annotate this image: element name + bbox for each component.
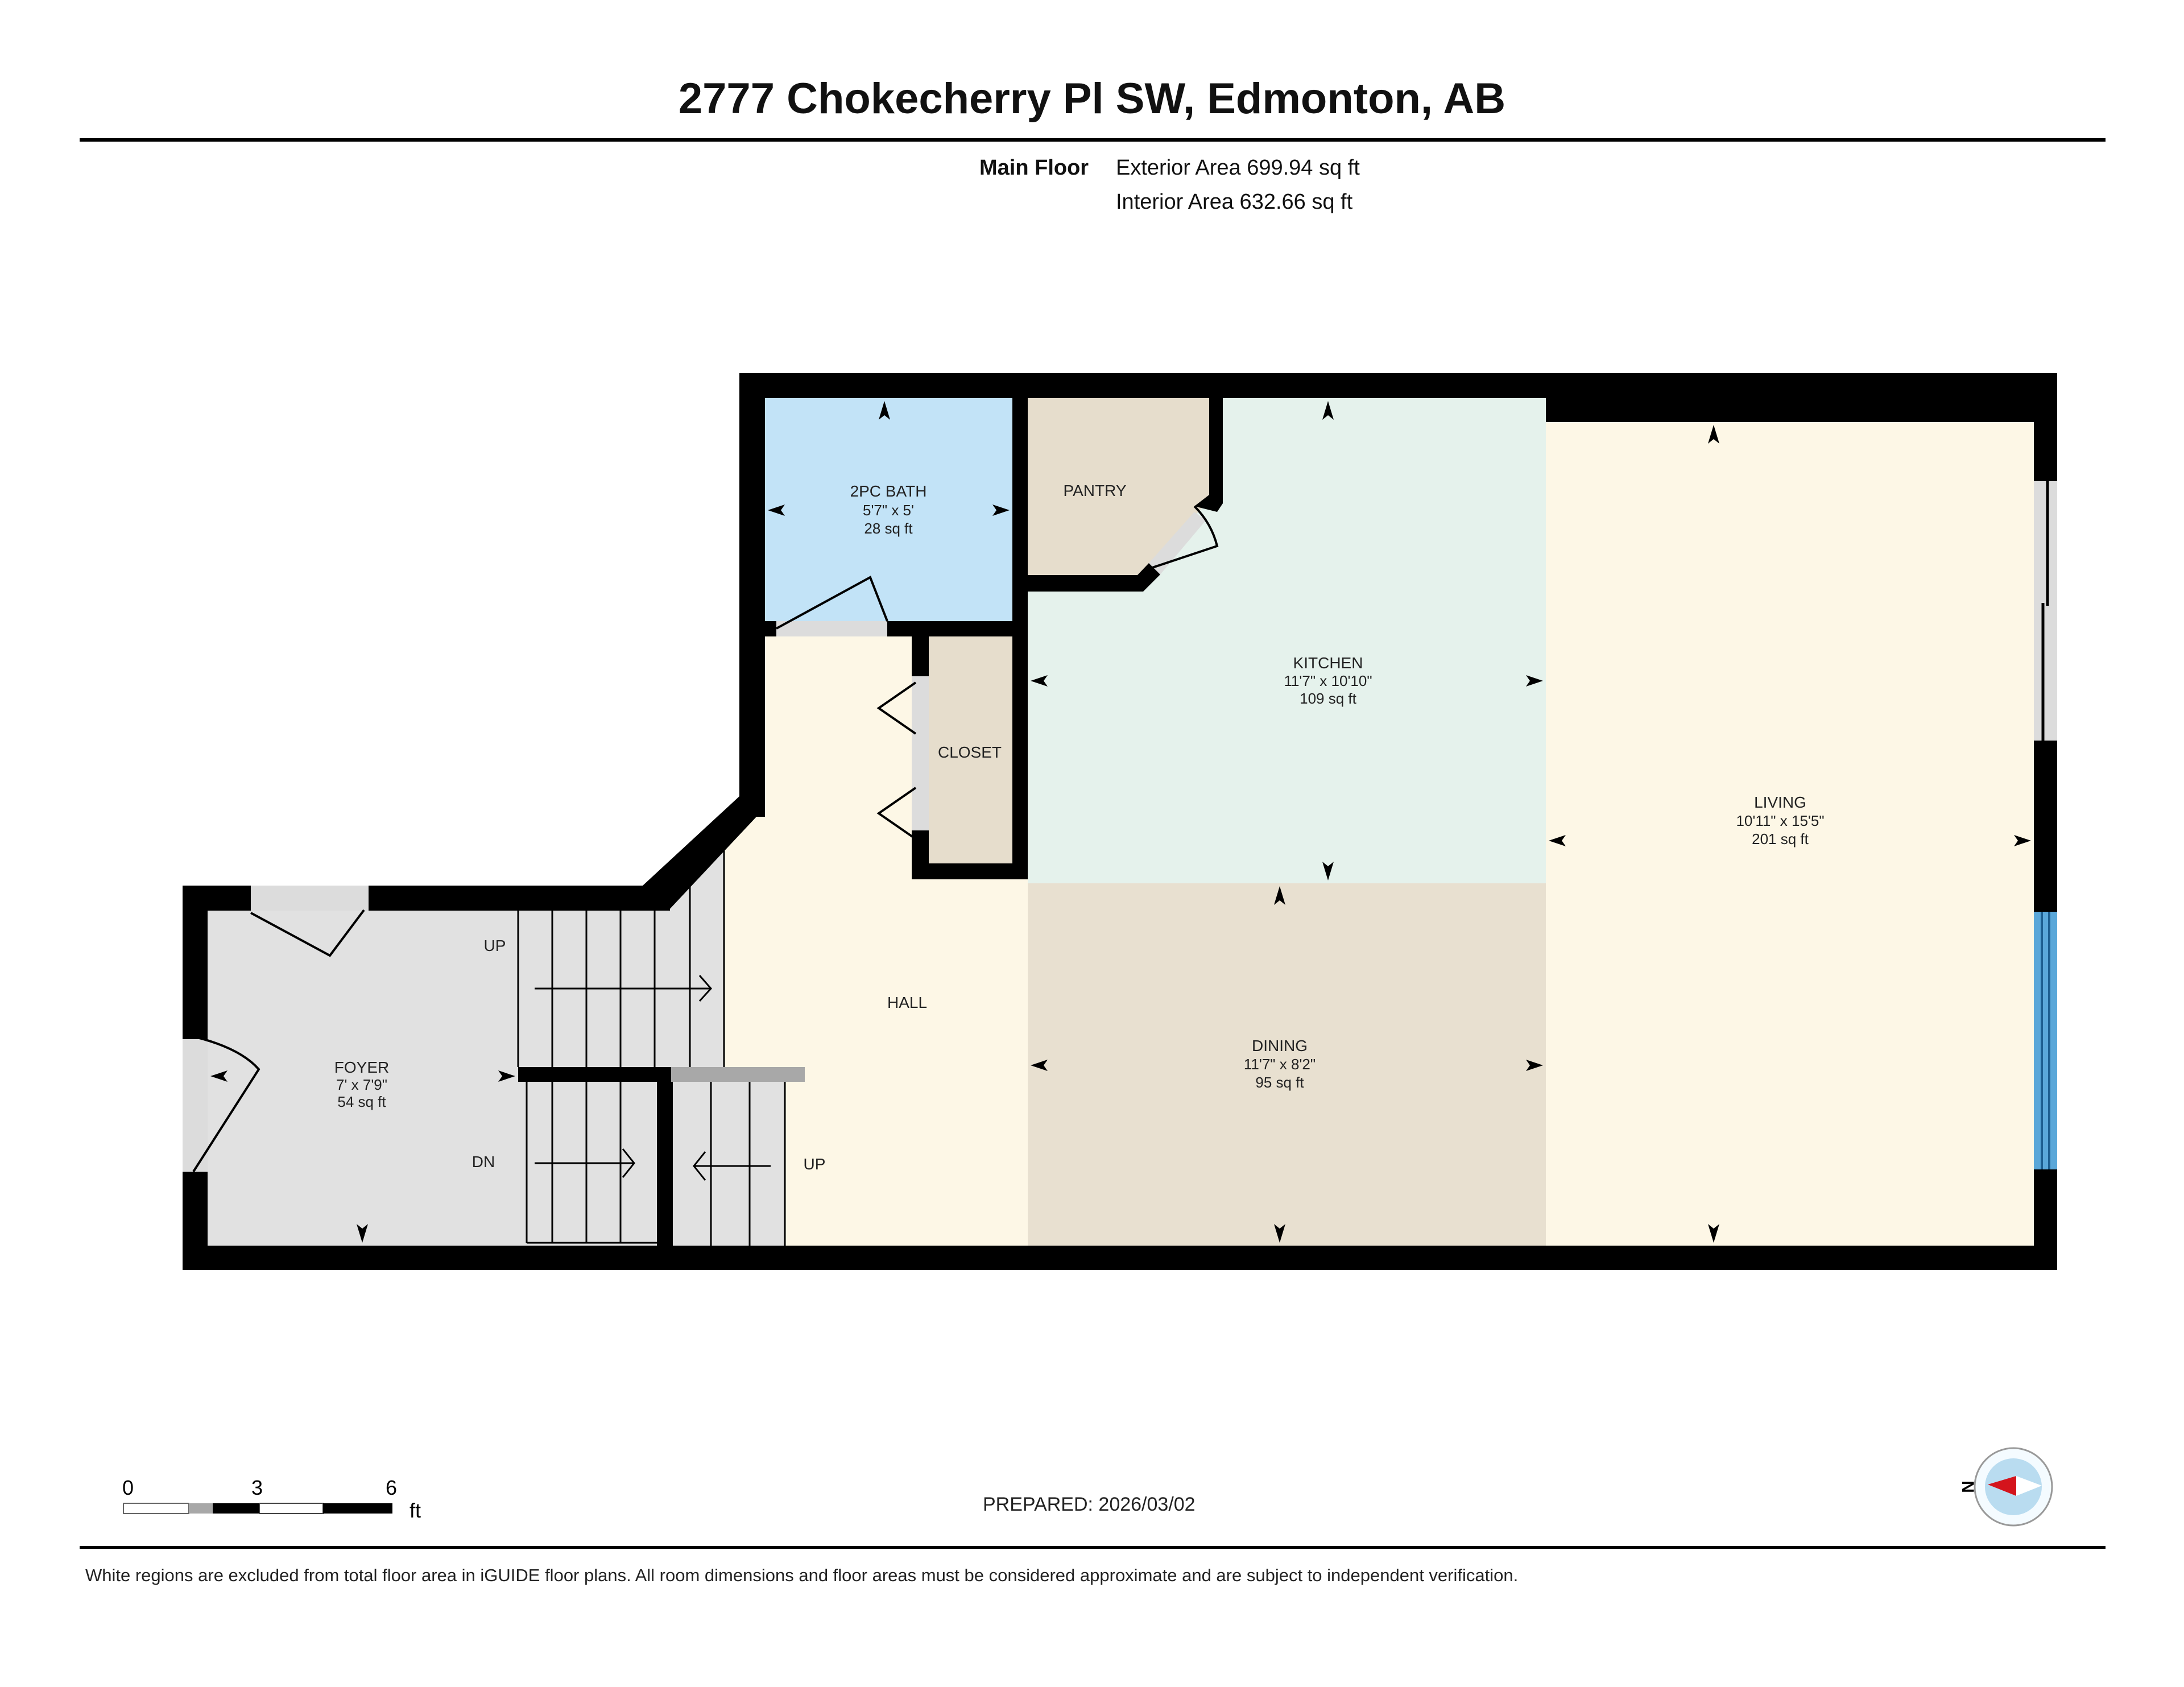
room-foyer-area: 54 sq ft <box>337 1093 386 1110</box>
stairs-up-label: UP <box>484 937 506 954</box>
floor-name: Main Floor <box>979 156 1089 180</box>
room-foyer-dims: 7' x 7'9" <box>336 1076 387 1093</box>
room-hall-name: HALL <box>887 994 927 1011</box>
compass-north-label: N <box>1958 1481 1977 1493</box>
room-fills <box>208 398 2034 1246</box>
room-kitchen-name: KITCHEN <box>1293 654 1363 672</box>
room-pantry-fill <box>1028 398 1209 575</box>
interior-area: Interior Area 632.66 sq ft <box>1116 190 1353 214</box>
property-address-title: 2777 Chokecherry Pl SW, Edmonton, AB <box>678 75 1506 123</box>
room-foyer-name: FOYER <box>334 1058 389 1076</box>
room-labels: 2PC BATH 5'7" x 5' 28 sq ft PANTRY KITCH… <box>334 482 1825 1173</box>
header-divider <box>80 138 2106 142</box>
room-hall-fill <box>724 636 1028 1246</box>
footer-divider <box>80 1546 2106 1549</box>
exterior-area: Exterior Area 699.94 sq ft <box>1116 156 1360 180</box>
room-bath-name: 2PC BATH <box>850 482 927 500</box>
room-living-dims: 10'11" x 15'5" <box>1736 812 1824 829</box>
compass-icon: N <box>1958 1447 2053 1527</box>
scale-tick-3: 3 <box>251 1476 263 1499</box>
room-dining-area: 95 sq ft <box>1255 1074 1304 1091</box>
stairs-up-lower-label: UP <box>804 1155 826 1173</box>
disclaimer-text: White regions are excluded from total fl… <box>85 1565 1519 1585</box>
room-bath-fill <box>765 398 1012 621</box>
room-pantry-name: PANTRY <box>1064 482 1127 499</box>
scale-unit: ft <box>410 1499 421 1522</box>
stairs-down-label: DN <box>472 1153 495 1171</box>
scale-bar: 0 3 6 ft <box>122 1476 421 1522</box>
room-foyer-fill <box>208 911 518 1246</box>
scale-tick-0: 0 <box>122 1476 134 1499</box>
stairs-fill <box>518 847 785 1246</box>
room-kitchen-area: 109 sq ft <box>1300 690 1357 707</box>
window-glass <box>2034 912 2057 1169</box>
stair-treads <box>517 847 805 1246</box>
room-living-area: 201 sq ft <box>1752 830 1809 847</box>
room-bath-area: 28 sq ft <box>864 520 913 537</box>
walls <box>183 373 2057 1270</box>
room-bath-dims: 5'7" x 5' <box>863 502 914 519</box>
room-closet-fill <box>929 636 1012 863</box>
doors <box>183 505 1219 1173</box>
room-dining-fill <box>1028 883 1546 1246</box>
prepared-date: PREPARED: 2026/03/02 <box>983 1494 1196 1515</box>
dimension-arrows <box>210 401 2031 1243</box>
room-closet-name: CLOSET <box>938 743 1002 761</box>
room-kitchen-dims: 11'7" x 10'10" <box>1284 672 1372 689</box>
room-living-fill <box>1546 422 2034 1246</box>
room-dining-dims: 11'7" x 8'2" <box>1244 1056 1316 1073</box>
sliding-door <box>2034 481 2057 741</box>
room-dining-name: DINING <box>1252 1037 1308 1055</box>
scale-tick-6: 6 <box>386 1476 397 1499</box>
windows <box>2034 481 2057 1169</box>
room-living-name: LIVING <box>1754 793 1806 811</box>
